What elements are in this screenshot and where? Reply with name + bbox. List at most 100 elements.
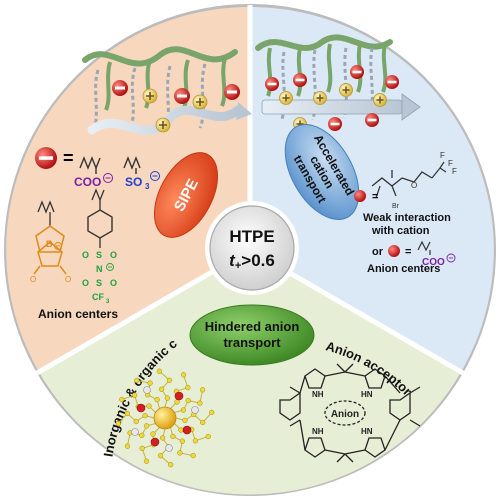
anion-cavity bbox=[324, 400, 366, 426]
boron-label: B bbox=[46, 239, 53, 249]
composite-anion bbox=[150, 437, 160, 447]
sipe-anion-legend: = COO SO 3 bbox=[35, 147, 160, 191]
chain-bead bbox=[159, 435, 166, 441]
chain-bead bbox=[180, 372, 187, 378]
center-disk bbox=[209, 205, 295, 291]
accelerated-coo-label: COO bbox=[422, 257, 445, 268]
hn-label-2: HN bbox=[361, 427, 373, 436]
sipe-cations bbox=[142, 88, 208, 133]
composite-nanoparticle bbox=[115, 368, 215, 468]
chain-bead bbox=[115, 420, 121, 427]
imide-o-1: O bbox=[82, 250, 89, 260]
composite-anion bbox=[174, 391, 184, 401]
weak-interaction-dot bbox=[354, 190, 366, 202]
chain-bead bbox=[139, 432, 145, 439]
chain-bead bbox=[190, 452, 196, 459]
chain-bead bbox=[147, 380, 153, 386]
chain-bead bbox=[142, 412, 148, 419]
chain-bead bbox=[119, 396, 125, 403]
svg-text:=: = bbox=[405, 246, 411, 258]
hindered-title-1: Hindered anion bbox=[205, 319, 300, 334]
center-t: t bbox=[229, 251, 236, 270]
chain-bead bbox=[134, 377, 140, 384]
sipe-chain-illustration bbox=[82, 46, 252, 135]
chain-bead bbox=[158, 386, 165, 392]
composite-cation bbox=[191, 406, 199, 414]
chain-bead bbox=[146, 403, 152, 409]
hindered-title-2: transport bbox=[223, 335, 281, 350]
svg-text:=: = bbox=[63, 148, 74, 168]
chain-bead bbox=[157, 453, 164, 459]
chain-bead bbox=[199, 387, 206, 393]
weak-interaction-legend: = Weak interaction with cation or = COO … bbox=[354, 190, 456, 275]
chain-bead bbox=[164, 395, 171, 401]
imide-o-3: O bbox=[82, 278, 89, 288]
fluorine-label-1: F bbox=[440, 151, 445, 160]
chain-bead bbox=[192, 438, 199, 444]
chain-bead bbox=[143, 458, 150, 464]
sipe-anions bbox=[112, 80, 240, 104]
imide-s-2: S bbox=[96, 278, 102, 288]
chain-bead bbox=[150, 431, 156, 437]
chain-bead bbox=[205, 433, 211, 440]
composite-anion bbox=[182, 425, 192, 435]
anion-cavity-label: Anion bbox=[331, 409, 359, 420]
calixpyrrole-labels: NH HN NH HN Anion bbox=[312, 390, 373, 436]
center-t-sub: + bbox=[235, 260, 241, 272]
so3-sub: 3 bbox=[145, 182, 150, 191]
imide-o-2: O bbox=[110, 250, 117, 260]
chain-bead bbox=[182, 417, 188, 424]
chain-bead bbox=[170, 433, 176, 440]
composite-anion bbox=[136, 403, 146, 413]
hindered-badge: Hindered anion transport bbox=[189, 304, 315, 366]
imide-cf3: CF bbox=[92, 292, 104, 302]
accelerated-anion-centers-label: Anion centers bbox=[367, 263, 440, 275]
ester-o-label: O bbox=[411, 181, 417, 190]
chain-bead bbox=[185, 384, 191, 391]
borate-o-label-2: O bbox=[65, 275, 71, 284]
nh-label-2: NH bbox=[312, 427, 324, 436]
so3-label: SO bbox=[125, 175, 142, 189]
composite-cation bbox=[131, 428, 139, 436]
hn-label-1: HN bbox=[361, 390, 373, 399]
center-transference: t+>0.6 bbox=[229, 251, 275, 272]
chain-bead bbox=[167, 462, 174, 468]
chain-bead bbox=[131, 392, 138, 398]
imide-o-4: O bbox=[110, 278, 117, 288]
chain-bead bbox=[139, 445, 145, 452]
borate-o-label-1: O bbox=[30, 275, 36, 284]
chain-bead bbox=[185, 397, 191, 404]
fluorine-label-2: F bbox=[448, 159, 453, 168]
sector-accelerated-bg bbox=[250, 6, 494, 372]
imide-s-1: S bbox=[96, 250, 102, 260]
center-badge: HTPE t+>0.6 bbox=[205, 201, 299, 295]
sulfonylimide-anion-structure: O S O N O S O CF 3 bbox=[82, 188, 117, 305]
chain-bead bbox=[154, 396, 160, 403]
anion-center-dot bbox=[388, 245, 400, 257]
weak-interaction-line1: Weak interaction bbox=[363, 212, 451, 224]
weak-interaction-line2: with cation bbox=[371, 225, 430, 237]
chain-bead bbox=[197, 400, 203, 406]
sipe-transport-arrow bbox=[87, 105, 243, 135]
imide-n: N bbox=[96, 264, 103, 274]
chain-bead bbox=[124, 410, 130, 417]
chain-bead bbox=[200, 419, 206, 426]
sipe-badge: SIPE bbox=[153, 152, 219, 238]
chain-bead bbox=[166, 377, 173, 383]
nh-label-1: NH bbox=[312, 390, 324, 399]
center-title: HTPE bbox=[229, 227, 274, 246]
nanoparticle-core bbox=[153, 406, 177, 430]
anion-centers-label: Anion centers bbox=[38, 307, 118, 321]
chain-bead bbox=[156, 368, 163, 374]
accelerated-anions bbox=[265, 65, 399, 131]
fluorine-label-3: F bbox=[452, 167, 457, 176]
borate-anion-structure: B O O bbox=[30, 200, 71, 284]
chain-bead bbox=[143, 423, 150, 429]
center-t-rest: >0.6 bbox=[241, 251, 275, 270]
composite-cation bbox=[143, 386, 151, 394]
chain-bead bbox=[133, 418, 139, 425]
chain-bead bbox=[180, 407, 187, 413]
chain-bead bbox=[209, 409, 215, 416]
